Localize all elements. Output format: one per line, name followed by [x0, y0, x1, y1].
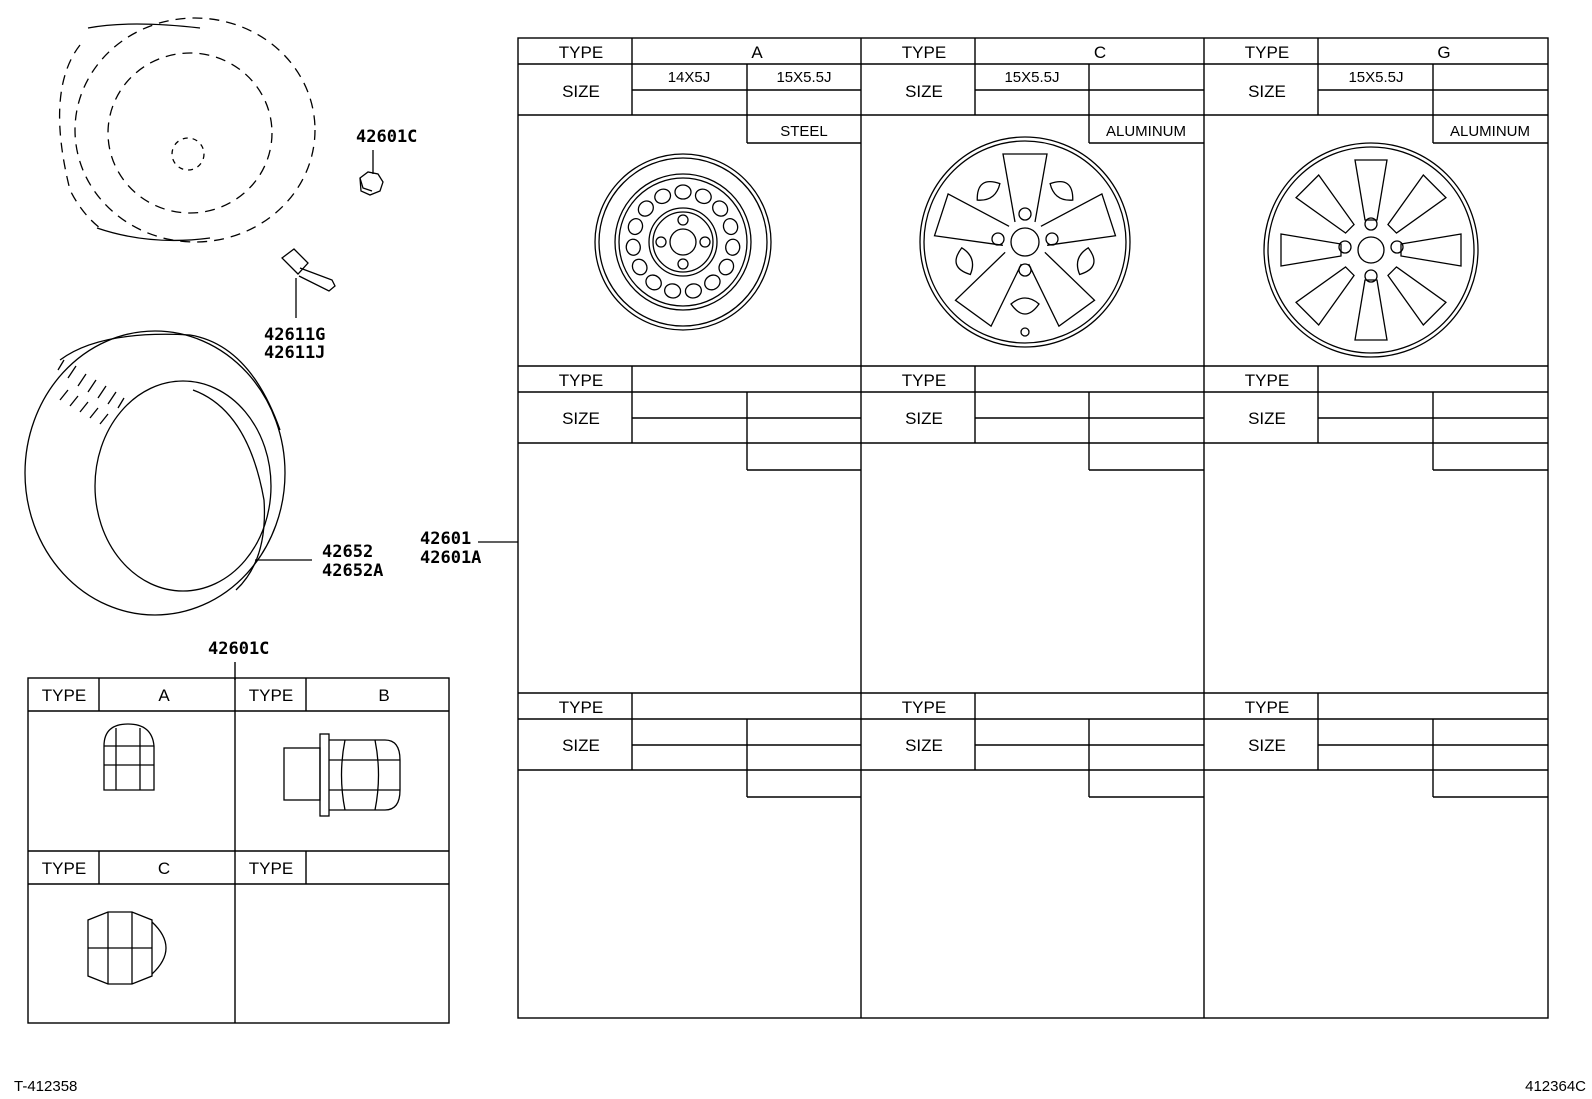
size-label: SIZE: [905, 409, 943, 428]
nut-type-label: TYPE: [42, 686, 86, 705]
type-label: TYPE: [902, 698, 946, 717]
size-label: SIZE: [562, 82, 600, 101]
size-value: 15X5.5J: [776, 69, 831, 86]
size-value: 15X5.5J: [1004, 69, 1059, 86]
wheel-part-number-1: 42601: [420, 529, 471, 549]
material-label: ALUMINUM: [1106, 123, 1186, 140]
alloy-5-spoke-wheel-icon: [919, 136, 1131, 348]
type-label: TYPE: [902, 371, 946, 390]
valve-cap-part-number: 42601C: [356, 127, 417, 147]
type-value-a: A: [751, 43, 763, 62]
type-label: TYPE: [1245, 698, 1289, 717]
type-value-c: C: [1094, 43, 1106, 62]
size-value: 15X5.5J: [1348, 69, 1403, 86]
size-label: SIZE: [562, 736, 600, 755]
cap-lug-nut-icon: [87, 911, 167, 985]
type-value-g: G: [1437, 43, 1450, 62]
valve-part-number-1: 42611G: [264, 325, 325, 345]
wheel-part-number-2: 42601A: [420, 548, 481, 568]
size-label: SIZE: [1248, 82, 1286, 101]
nut-type-label: TYPE: [42, 859, 86, 878]
footer-right-code: 412364C: [1525, 1078, 1586, 1095]
type-label: TYPE: [902, 43, 946, 62]
tire-part-number-1: 42652: [322, 542, 373, 562]
nut-type-label: TYPE: [249, 686, 293, 705]
valve-stem-icon: [281, 248, 336, 318]
material-label: STEEL: [780, 123, 828, 140]
wheel-assembly-icon: [58, 17, 316, 243]
alloy-8-spoke-wheel-icon: [1263, 142, 1479, 358]
nut-part-number: 42601C: [208, 639, 269, 659]
nut-type-label: TYPE: [249, 859, 293, 878]
tire-icon: [24, 330, 312, 616]
open-lug-nut-icon: [103, 723, 155, 791]
type-label: TYPE: [1245, 371, 1289, 390]
footer-left-code: T-412358: [14, 1078, 77, 1095]
type-label: TYPE: [559, 43, 603, 62]
steel-wheel-icon: [594, 153, 772, 331]
size-label: SIZE: [905, 82, 943, 101]
nut-type-value-b: B: [378, 686, 389, 705]
size-value: 14X5J: [668, 69, 711, 86]
size-label: SIZE: [1248, 736, 1286, 755]
nut-type-value-c: C: [158, 859, 170, 878]
nut-table: [27, 662, 450, 1024]
size-label: SIZE: [562, 409, 600, 428]
size-label: SIZE: [905, 736, 943, 755]
wheel-table: [517, 37, 1549, 1019]
flanged-lug-nut-icon: [283, 733, 401, 817]
material-label: ALUMINUM: [1450, 123, 1530, 140]
type-label: TYPE: [559, 698, 603, 717]
type-label: TYPE: [1245, 43, 1289, 62]
valve-part-number-2: 42611J: [264, 343, 325, 363]
valve-cap-icon: [359, 150, 384, 196]
tire-part-number-2: 42652A: [322, 561, 383, 581]
size-label: SIZE: [1248, 409, 1286, 428]
nut-type-value-a: A: [158, 686, 170, 705]
type-label: TYPE: [559, 371, 603, 390]
